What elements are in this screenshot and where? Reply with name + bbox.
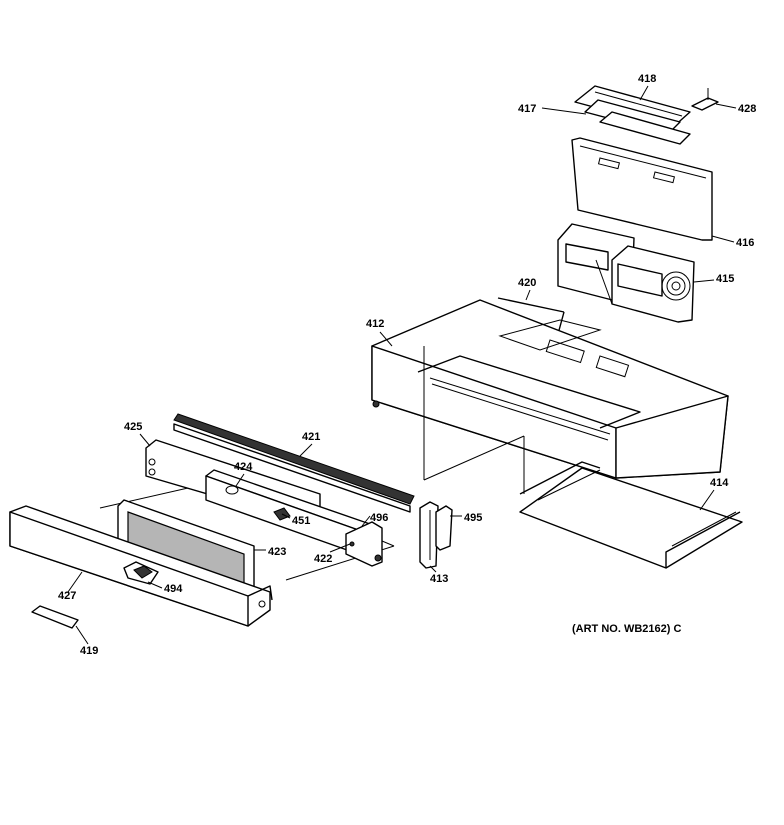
part-412-housing <box>371 299 729 479</box>
callout-417: 417 <box>518 103 536 115</box>
callout-413: 413 <box>430 573 448 585</box>
callout-416: 416 <box>736 237 754 249</box>
callout-422: 422 <box>314 553 332 565</box>
part-415-blower <box>557 223 695 323</box>
callout-427: 427 <box>58 590 76 602</box>
part-428-clip <box>691 88 719 111</box>
callout-421: 421 <box>302 431 320 443</box>
callout-495: 495 <box>464 512 482 524</box>
callout-420: 420 <box>518 277 536 289</box>
callout-494: 494 <box>164 583 183 595</box>
part-418-417-bracket <box>574 85 691 145</box>
art-number-label: (ART NO. WB2162) C <box>572 623 681 635</box>
callout-412: 412 <box>366 318 384 330</box>
callout-424: 424 <box>234 461 253 473</box>
part-414-tray <box>519 461 743 569</box>
part-419-handle <box>31 605 79 629</box>
callout-414: 414 <box>710 477 729 489</box>
callout-496: 496 <box>370 512 388 524</box>
callout-425: 425 <box>124 421 142 433</box>
callout-labels: 418 417 428 416 415 420 412 425 421 424 … <box>58 73 756 657</box>
leader-lines <box>67 85 737 645</box>
part-494-switch <box>123 561 159 585</box>
callout-418: 418 <box>638 73 656 85</box>
callout-451: 451 <box>292 515 310 527</box>
part-496-bracket <box>345 521 383 567</box>
callout-423: 423 <box>268 546 286 558</box>
part-413-bracket <box>419 501 439 569</box>
part-421-strip <box>173 413 415 513</box>
part-495-clip <box>435 505 453 551</box>
part-416-panel <box>571 137 713 241</box>
callout-428: 428 <box>738 103 756 115</box>
callout-415: 415 <box>716 273 734 285</box>
callout-419: 419 <box>80 645 98 657</box>
